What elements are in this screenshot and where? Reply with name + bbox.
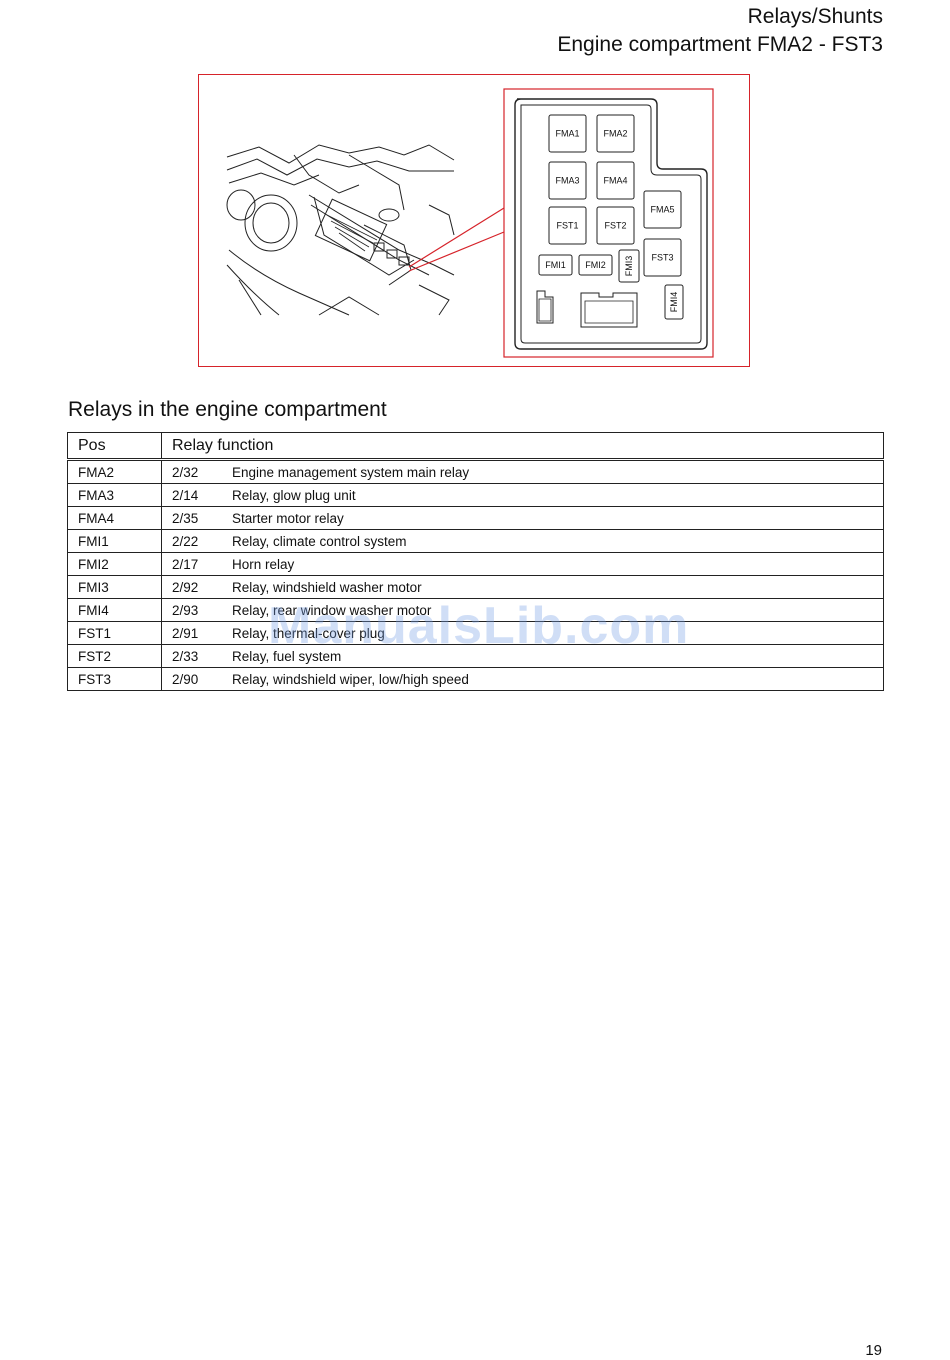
cell-func: Relay, windshield wiper, low/high speed	[222, 667, 884, 691]
relay-slot-fma5	[643, 190, 682, 229]
cell-pos: FMI1	[67, 529, 162, 553]
relay-slot-fmi4	[664, 284, 684, 320]
cell-pos: FST2	[67, 644, 162, 668]
cell-code: 2/33	[161, 644, 222, 668]
relay-box-outline	[514, 98, 708, 350]
column-header-relay-function: Relay function	[161, 432, 884, 461]
header-title-line2: Engine compartment FMA2 - FST3	[557, 33, 883, 56]
cell-code: 2/92	[161, 575, 222, 599]
cell-func: Starter motor relay	[222, 506, 884, 530]
cell-pos: FMA3	[67, 483, 162, 507]
connector-left	[536, 290, 554, 324]
relay-slot-fst1	[548, 206, 587, 245]
relay-slot-fmi3	[618, 249, 640, 283]
relay-slot-label: FST2	[604, 221, 626, 231]
table-header-row: Pos Relay function	[67, 432, 884, 461]
cell-pos: FMI3	[67, 575, 162, 599]
relay-slot-fst3	[643, 238, 682, 277]
cell-func: Relay, thermal-cover plug	[222, 621, 884, 645]
relay-slot-label: FMA5	[650, 205, 674, 215]
cell-code: 2/91	[161, 621, 222, 645]
relay-slot-fma2	[596, 114, 635, 153]
relay-slot-fma4	[596, 161, 635, 200]
relay-slot-label: FST3	[651, 253, 673, 263]
cell-func: Relay, glow plug unit	[222, 483, 884, 507]
cell-code: 2/14	[161, 483, 222, 507]
relay-slot-fst2	[596, 206, 635, 245]
header-title-line1: Relays/Shunts	[747, 5, 883, 28]
column-header-pos: Pos	[67, 432, 162, 461]
cell-pos: FMI2	[67, 552, 162, 576]
relay-slot-fma1	[548, 114, 587, 153]
relay-slot-label: FST1	[556, 221, 578, 231]
cell-code: 2/93	[161, 598, 222, 622]
cell-pos: FMA4	[67, 506, 162, 530]
cell-code: 2/32	[161, 459, 222, 484]
relay-slot-fmi1	[538, 254, 573, 276]
relay-slot-label: FMA2	[603, 129, 627, 139]
cell-code: 2/17	[161, 552, 222, 576]
relay-slot-label: FMI3	[624, 256, 634, 277]
engine-drawing	[226, 144, 455, 316]
relay-slot-fma3	[548, 161, 587, 200]
cell-func: Relay, climate control system	[222, 529, 884, 553]
relay-slot-label: FMA1	[555, 129, 579, 139]
cell-func: Engine management system main relay	[222, 459, 884, 484]
connector-right	[580, 292, 638, 328]
cell-pos: FST3	[67, 667, 162, 691]
cell-pos: FST1	[67, 621, 162, 645]
cell-code: 2/22	[161, 529, 222, 553]
page-number: 19	[865, 1342, 882, 1359]
relay-slot-fmi2	[578, 254, 613, 276]
relay-slot-label: FMI1	[545, 260, 566, 270]
cell-pos: FMI4	[67, 598, 162, 622]
cell-code: 2/90	[161, 667, 222, 691]
section-title: Relays in the engine compartment	[68, 398, 387, 421]
relay-slot-label: FMA4	[603, 176, 627, 186]
relay-slot-label: FMI2	[585, 260, 606, 270]
page-header: Relays/Shunts Engine compartment FMA2 - …	[557, 3, 883, 59]
cell-pos: FMA2	[67, 459, 162, 484]
cell-func: Horn relay	[222, 552, 884, 576]
cell-func: Relay, windshield washer motor	[222, 575, 884, 599]
relay-slot-label: FMI4	[669, 292, 679, 313]
relay-slot-label: FMA3	[555, 176, 579, 186]
cell-func: Relay, fuel system	[222, 644, 884, 668]
cell-code: 2/35	[161, 506, 222, 530]
cell-func: Relay, rear window washer motor	[222, 598, 884, 622]
